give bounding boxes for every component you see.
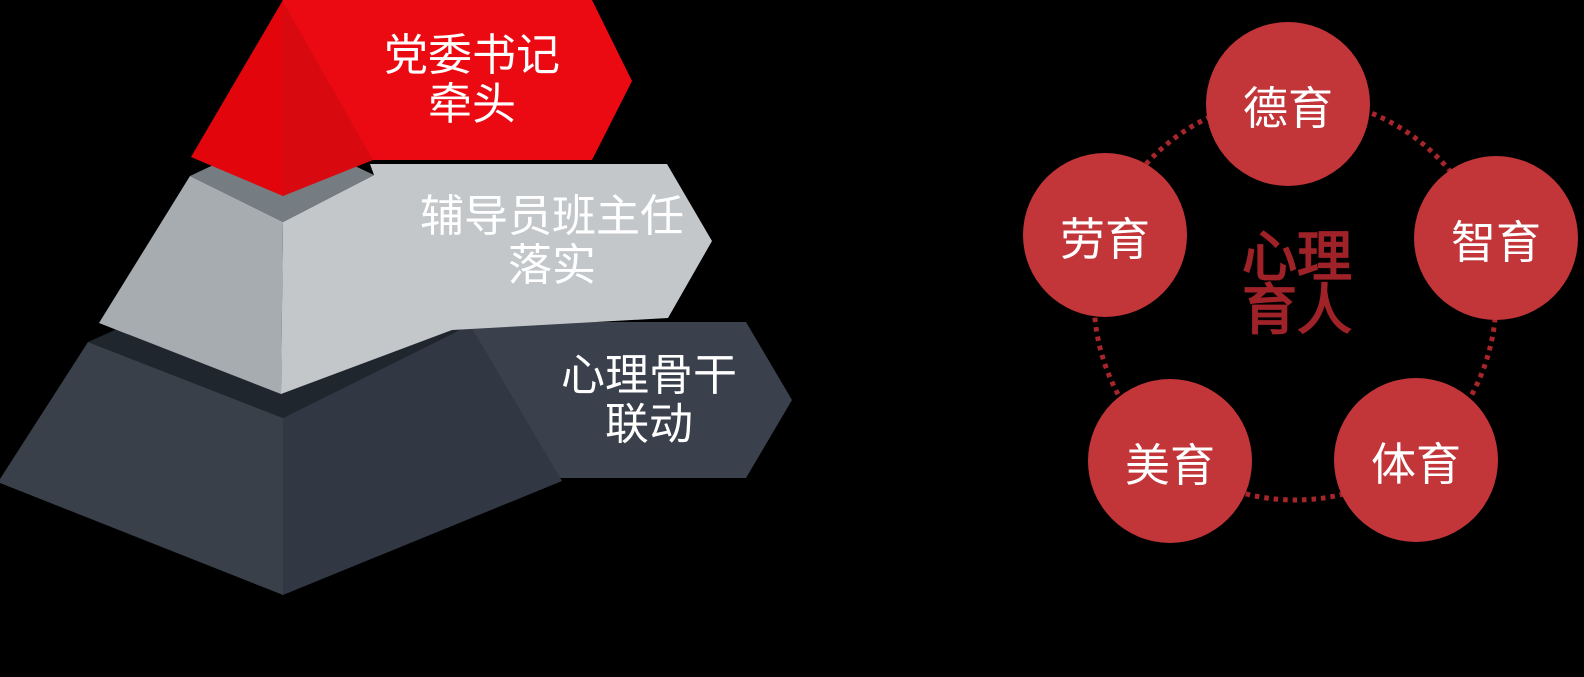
pyramid-level3-left-face — [0, 342, 283, 595]
cycle-center-label-line1: 心理 — [1241, 227, 1352, 288]
pyramid-level1-right-face — [282, 0, 373, 196]
cycle-node-aesthetic-label: 美育 — [1124, 439, 1215, 491]
pyramid-level2-banner-and-right-face — [281, 164, 712, 394]
pyramid-level1-left-face — [191, 0, 283, 196]
pyramid-level3-label-line1: 心理骨干 — [561, 351, 737, 400]
cycle-node-labor: 劳育 — [1023, 153, 1187, 317]
cycle-node-intellectual-label: 智育 — [1450, 216, 1541, 268]
pyramid-level3-right-face — [283, 325, 562, 595]
cycle-node-intellectual: 智育 — [1414, 156, 1578, 320]
pyramid-level2-label-line2: 落实 — [508, 241, 596, 290]
cycle-node-moral-label: 德育 — [1242, 82, 1333, 134]
pyramid-level1-label-line2: 牵头 — [428, 80, 516, 129]
pyramid-level2-label: 辅导员班主任 落实 — [382, 192, 722, 290]
cycle-center-label: 心理 育人 — [1187, 227, 1407, 341]
pyramid-level3-label-line2: 联动 — [605, 400, 693, 449]
cycle-node-aesthetic: 美育 — [1088, 379, 1252, 543]
cycle-node-physical: 体育 — [1334, 378, 1498, 542]
pyramid-level3-label: 心理骨干 联动 — [489, 351, 809, 449]
pyramid-level1-banner — [283, 0, 632, 160]
pyramid-level3-banner — [455, 322, 792, 478]
cycle-center-label-line2: 育人 — [1241, 280, 1352, 341]
pyramid-level1-label-line1: 党委书记 — [384, 31, 560, 80]
cycle-node-physical-label: 体育 — [1370, 438, 1461, 490]
pyramid-level1-label: 党委书记 牵头 — [312, 31, 632, 129]
pyramid-level2-label-line1: 辅导员班主任 — [420, 192, 684, 241]
cycle-node-labor-label: 劳育 — [1059, 213, 1150, 265]
pyramid-level2-left-face — [99, 176, 283, 394]
cycle-node-moral: 德育 — [1206, 22, 1370, 186]
